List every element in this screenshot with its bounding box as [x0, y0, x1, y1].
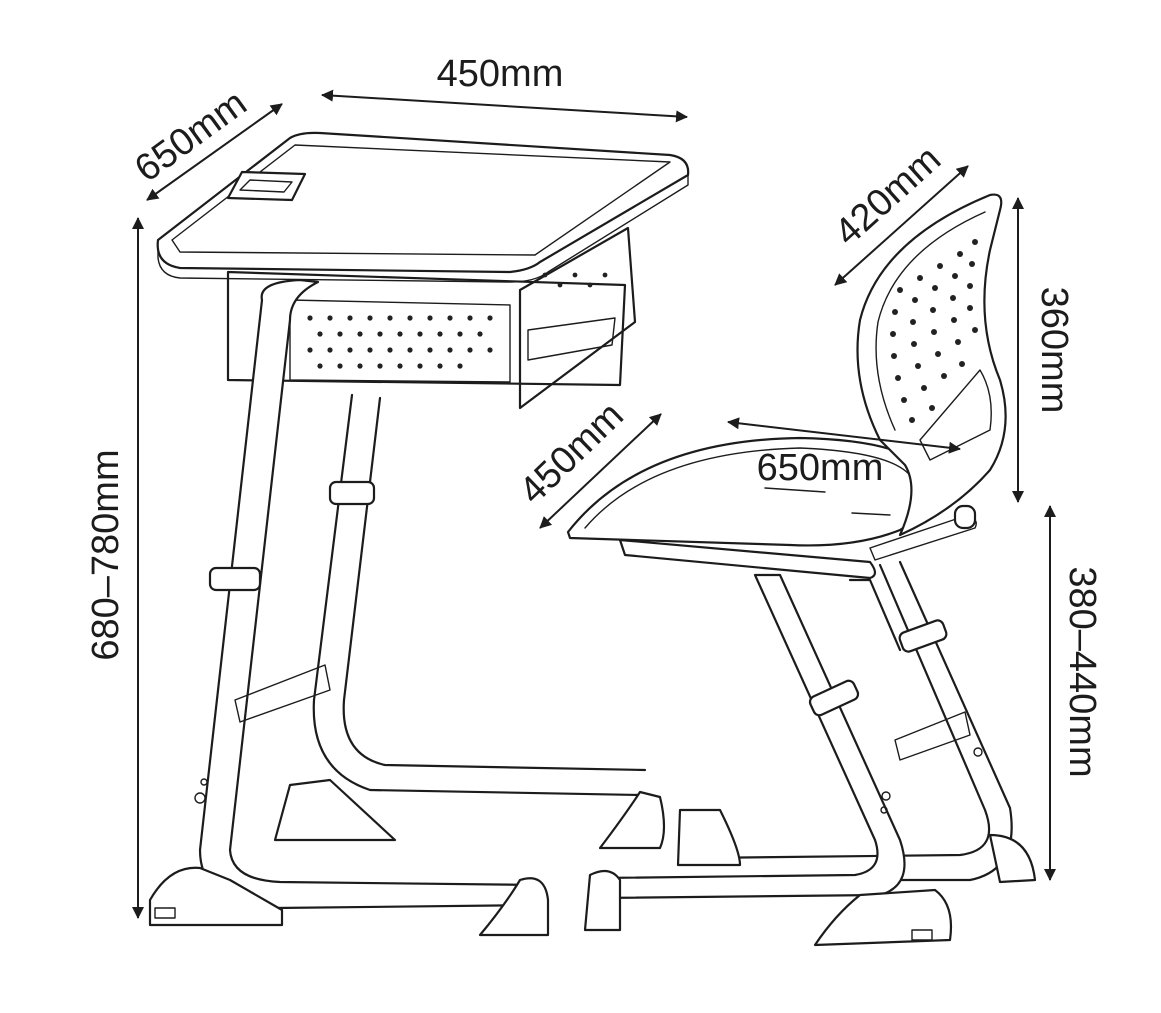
label-seat-span: 650mm — [757, 447, 884, 489]
drawer-perforation — [307, 272, 608, 369]
desk-back-frame — [273, 393, 666, 850]
desk-top — [156, 131, 690, 283]
chair-front-frame — [583, 573, 953, 947]
dim-line-desk-depth — [146, 103, 283, 201]
dim-line-desk-width — [321, 89, 688, 123]
dimension-lines — [132, 89, 1056, 919]
label-desk-height: 680–780mm — [85, 449, 127, 660]
dim-line-seat-span — [727, 417, 961, 454]
label-backrest-height: 360mm — [1033, 287, 1075, 414]
dim-line-seat-width — [834, 165, 969, 286]
desk-front-frame — [148, 278, 550, 937]
dim-line-seat-depth — [539, 413, 662, 529]
desk — [148, 131, 690, 937]
label-desk-width: 450mm — [437, 53, 564, 95]
label-seat-height: 380–440mm — [1061, 566, 1103, 777]
desk-drawer — [226, 226, 637, 410]
chair-back-frame — [676, 560, 1037, 884]
